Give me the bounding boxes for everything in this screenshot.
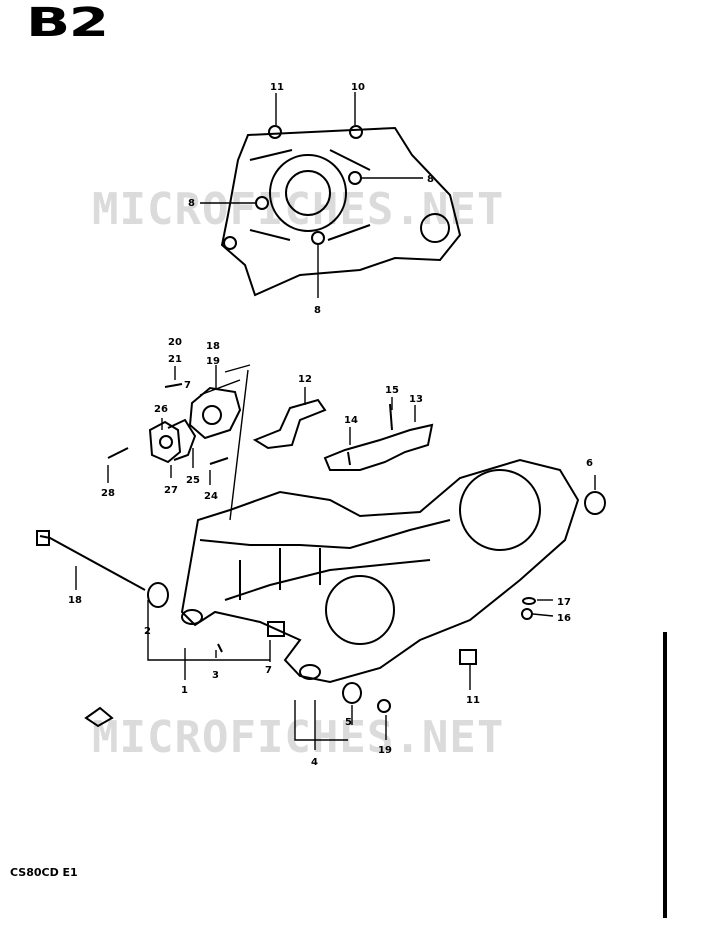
callout-17: 17 [557,597,571,608]
plug-16-drawing [521,608,533,620]
dowel-11-drawing [459,649,477,665]
dowel-7-drawing [267,621,285,637]
callout-14: 14 [344,415,358,426]
bearing-2-drawing [147,582,169,608]
watermark-bottom: MICROFICHES.NET [92,712,505,763]
washer-17-drawing [522,597,536,605]
callout-22: 20 [168,337,182,348]
callout-21: 19 [206,356,220,367]
callout-2: 2 [144,626,151,637]
callout-8c: 8 [314,305,321,316]
callout-19: 19 [378,745,392,756]
callout-18: 18 [68,595,82,606]
bearing-6-drawing [584,491,606,515]
model-code: CS80CD E1 [10,866,78,879]
callout-26: 26 [154,404,168,415]
edge-bar [663,632,667,918]
watermark-top: MICROFICHES.NET [92,184,505,235]
callout-3: 3 [212,670,219,681]
callout-23: 21 [168,354,182,365]
page-title: B2 [26,0,109,46]
callout-16: 16 [557,613,571,624]
bolt-18-drawing [39,535,146,591]
nut-19-drawing [377,699,391,713]
callout-25: 25 [186,475,200,486]
callout-10: 11 [270,82,284,93]
callout-12: 12 [298,374,312,385]
bolt-18-head [36,530,50,546]
bearing-5-drawing [342,682,362,704]
crankcase-drawing [180,458,580,684]
callout-27: 27 [164,485,178,496]
callout-5: 5 [345,717,352,728]
callout-4: 4 [311,757,318,768]
callout-11: 11 [466,695,480,706]
callout-1: 1 [181,685,188,696]
callout-15: 15 [385,385,399,396]
callout-8b: 8 [188,198,195,209]
callout-13: 13 [409,394,423,405]
callout-labels: 11 10 8 8 8 20 21 18 19 12 15 13 14 26 7… [68,82,593,768]
callout-8a: 8 [427,174,434,185]
callout-24: 24 [204,491,218,502]
callout-28: 28 [101,488,115,499]
front-arrow-icon [84,706,114,728]
callout-9: 10 [351,82,365,93]
bracket-13-drawing [323,423,434,471]
crankcase-cover-drawing [220,125,462,297]
callout-7b: 7 [265,665,272,676]
callout-7a: 7 [184,380,191,391]
callout-20: 18 [206,341,220,352]
oil-pump-drawing [148,386,242,464]
callout-6: 6 [586,458,593,469]
bracket-12-drawing [252,398,327,450]
